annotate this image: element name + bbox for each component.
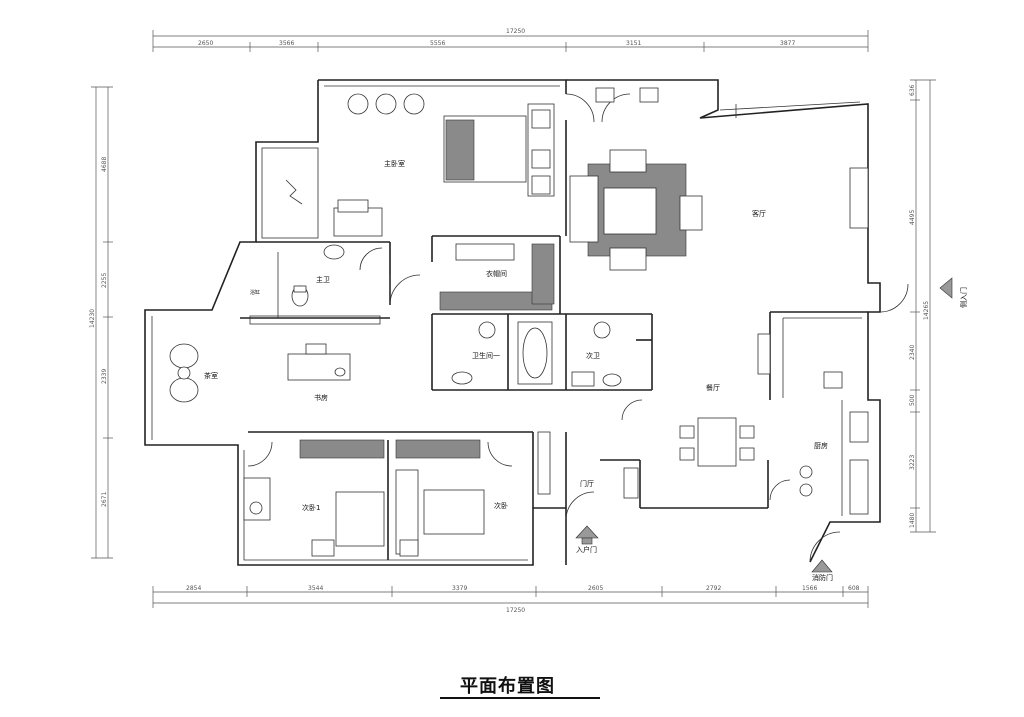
dim-left-seg: 2255 (101, 273, 108, 288)
dim-right-seg: 636 (909, 84, 916, 96)
dim-bottom-total: 17250 (506, 607, 525, 614)
room-second-bedroom: 次卧 (494, 501, 508, 510)
dim-right-seg: 4495 (909, 210, 916, 225)
dim-right-seg: 3223 (909, 455, 916, 470)
study-furniture (169, 343, 351, 403)
dim-top-seg: 3877 (780, 40, 795, 47)
master-bedroom-furniture (261, 93, 555, 239)
fire-door-arrow-icon (811, 559, 833, 573)
room-tea-room: 茶室 (204, 371, 218, 380)
dim-bottom-seg: 608 (848, 585, 860, 592)
bedroom-furniture (243, 439, 485, 557)
main-entry-arrow-icon (575, 525, 599, 545)
master-bath-furniture (249, 244, 381, 325)
dim-bottom-seg: 3544 (308, 585, 323, 592)
interior-walls (240, 120, 868, 560)
dim-right-seg: 2340 (909, 345, 916, 360)
room-study: 书房 (314, 393, 328, 402)
room-foyer: 门厅 (580, 479, 594, 488)
dim-right-seg: 1480 (909, 513, 916, 528)
dim-top-seg: 3151 (626, 40, 641, 47)
room-second-bedroom-1: 次卧1 (302, 503, 320, 512)
room-dining: 餐厅 (706, 383, 720, 392)
room-living: 客厅 (752, 209, 766, 218)
dim-bottom-seg: 1566 (802, 585, 817, 592)
room-closet: 衣帽间 (486, 269, 507, 278)
title-underline (440, 697, 600, 699)
dim-left-total: 14230 (89, 309, 96, 328)
dim-left-seg: 2339 (101, 369, 108, 384)
dim-top-seg: 3566 (279, 40, 294, 47)
room-bath-small: 浴缸 (250, 289, 260, 296)
dim-right-total: 14265 (923, 301, 930, 320)
dimension-bottom: 2854 3544 3379 2605 2792 1566 608 17250 (152, 585, 869, 614)
dim-top-seg: 2650 (198, 40, 213, 47)
dimension-left: 14230 4688 2255 2339 2671 (89, 86, 113, 559)
closet-furniture (439, 243, 622, 387)
dimension-right: 636 4495 2340 500 3223 1480 14265 (909, 79, 936, 533)
dining-kitchen-furniture (537, 333, 869, 515)
dim-top-seg: 5556 (430, 40, 445, 47)
room-bathroom-one: 卫生间一 (472, 351, 500, 360)
dim-left-seg: 4688 (101, 157, 108, 172)
label-fire-door: 消防门 (812, 573, 833, 582)
living-room-furniture (569, 87, 869, 271)
dim-top-total: 17250 (506, 28, 525, 35)
dimension-top: 17250 2650 3566 5556 3151 3877 (152, 28, 869, 52)
label-side-door: 侧入门 (959, 287, 968, 308)
room-kitchen: 厨房 (814, 441, 828, 450)
drawing-title: 平面布置图 (460, 676, 555, 697)
dim-bottom-seg: 2854 (186, 585, 201, 592)
side-door-arrow-icon (939, 277, 953, 299)
room-second-bath: 次卫 (586, 351, 600, 360)
room-master-bath: 主卫 (316, 275, 330, 284)
dim-bottom-seg: 3379 (452, 585, 467, 592)
dim-bottom-seg: 2605 (588, 585, 603, 592)
dim-right-seg: 500 (909, 394, 916, 406)
dim-bottom-seg: 2792 (706, 585, 721, 592)
label-main-entry: 入户门 (576, 545, 597, 554)
door-swings (247, 93, 909, 563)
room-master-bedroom: 主卧室 (384, 159, 405, 168)
dim-left-seg: 2671 (101, 492, 108, 507)
